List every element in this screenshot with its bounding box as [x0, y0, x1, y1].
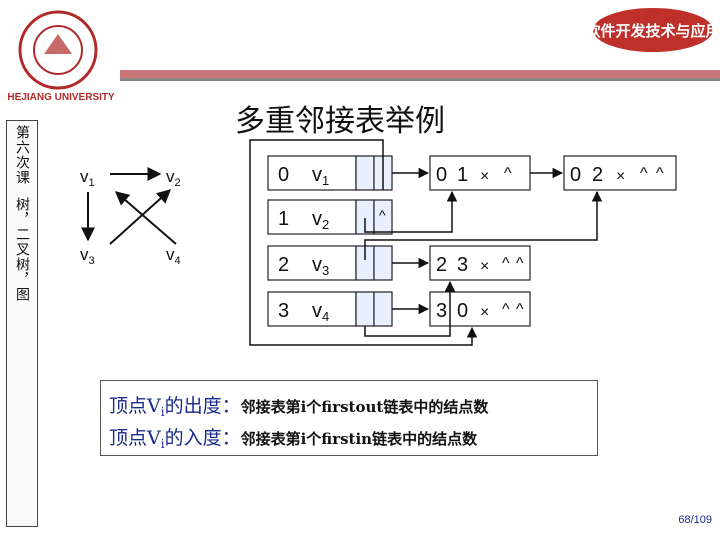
graph-vertex-v2: v2: [166, 167, 181, 189]
graph-vertex-v4: v4: [166, 245, 181, 267]
svg-text:^: ^: [640, 165, 648, 182]
vertex-label: v2: [312, 208, 329, 232]
vertex-index: 0: [278, 164, 289, 186]
svg-text:2: 2: [436, 254, 447, 276]
edge-node-0-2: 0 2 × ^ ^: [563, 155, 677, 191]
vertex-row-3: 3 v4: [267, 291, 393, 327]
svg-text:2: 2: [592, 164, 603, 186]
page-title: 多重邻接表举例: [235, 104, 445, 139]
svg-text:0: 0: [457, 300, 468, 322]
arrow-v4-in-from-edge23: [364, 280, 456, 337]
graph-edge-v4-v2: [114, 191, 177, 245]
brand-badge: 软件开发技术与应用: [590, 8, 716, 52]
graph-edge-v2-v4: [109, 189, 172, 245]
svg-text:ZHEJIANG UNIVERSITY: ZHEJIANG UNIVERSITY: [8, 92, 115, 103]
svg-text:^: ^: [502, 255, 510, 272]
out-degree-note: 顶点Vi的出度：邻接表第i个firstout链表中的结点数: [109, 395, 489, 420]
arrow-v2-in-from-edge01: [364, 190, 458, 233]
svg-text:3: 3: [436, 300, 447, 322]
university-logo: ZHEJIANG UNIVERSITY: [8, 10, 115, 103]
svg-text:1: 1: [457, 164, 468, 186]
vertex-label: v3: [312, 254, 329, 278]
degree-notes: 顶点Vi的出度：邻接表第i个firstout链表中的结点数 顶点Vi的入度：邻接…: [100, 380, 598, 456]
svg-text:0: 0: [570, 164, 581, 186]
vertex-row-0: 0 v1: [267, 155, 393, 191]
svg-text:0: 0: [436, 164, 447, 186]
vertex-row-2: 2 v3: [267, 245, 393, 281]
lecture-topic: 树，二叉树，图: [14, 197, 30, 302]
vertex-table: 0 v1 1 v2 ^ 2 v3 3 v4: [267, 155, 393, 327]
arrow-v3-in-from-edge02: [364, 190, 603, 260]
svg-text:^: ^: [516, 255, 524, 272]
edge-node-3-0: 3 0 × ^ ^: [429, 291, 531, 327]
edge-node-0-1: 0 1 × ^: [429, 155, 531, 191]
header-band: [120, 70, 720, 81]
graph-vertex-v3: v3: [80, 245, 95, 267]
brand-badge-text: 软件开发技术与应用: [590, 22, 716, 40]
graph-vertex-v1: v1: [80, 167, 95, 189]
in-degree-note: 顶点Vi的入度：邻接表第i个firstin链表中的结点数: [109, 427, 478, 452]
svg-text:^: ^: [504, 165, 512, 182]
vertex-row-1: 1 v2 ^: [267, 199, 393, 235]
svg-text:^: ^: [656, 165, 664, 182]
null-pointer: ^: [379, 207, 386, 223]
svg-text:3: 3: [457, 254, 468, 276]
pointer-arrows: [249, 139, 603, 346]
vertex-index: 3: [278, 300, 289, 322]
lecture-side-strip: 第六次课 树，二叉树，图: [6, 120, 38, 527]
svg-text:^: ^: [516, 301, 524, 318]
svg-text:^: ^: [502, 301, 510, 318]
svg-text:×: ×: [480, 168, 489, 185]
svg-text:×: ×: [616, 168, 625, 185]
svg-text:×: ×: [480, 258, 489, 275]
lecture-number: 第六次课: [14, 125, 30, 185]
svg-text:×: ×: [480, 304, 489, 321]
vertex-index: 2: [278, 254, 289, 276]
vertex-label: v1: [312, 164, 329, 188]
edge-node-2-3: 2 3 × ^ ^: [429, 245, 531, 281]
vertex-label: v4: [312, 300, 329, 324]
arrow-v1-in-from-edge30: [249, 139, 478, 346]
page-number: 68/109: [678, 514, 712, 526]
vertex-index: 1: [278, 208, 289, 230]
